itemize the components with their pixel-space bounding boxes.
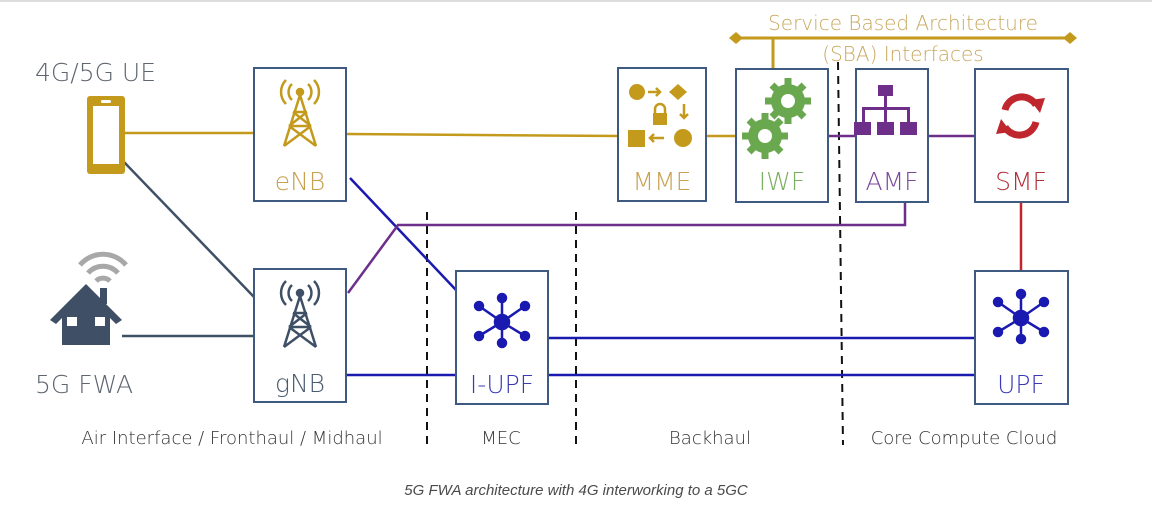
zone-label-backhaul: Backhaul [669, 428, 751, 449]
zone-label-mec: MEC [481, 428, 520, 449]
enb-label: eNB [275, 167, 325, 196]
sba-title-line1: Service Based Architecture [768, 11, 1038, 35]
ue-label: 4G/5G UE [35, 58, 156, 87]
house-wifi-icon [50, 251, 128, 345]
smf-label: SMF [995, 167, 1047, 196]
amf-label: AMF [865, 167, 918, 196]
link-enb-iupf [349, 177, 457, 291]
iupf-label: I-UPF [470, 370, 534, 399]
zone-label-core: Core Compute Cloud [871, 428, 1058, 449]
mme-process-icon [628, 84, 692, 147]
upf-label: UPF [997, 370, 1045, 399]
figure-caption: 5G FWA architecture with 4G interworking… [404, 482, 748, 499]
link-enb-mme [345, 132, 619, 138]
cell-tower-icon [279, 79, 321, 148]
link-gnb-amf [346, 202, 907, 294]
hierarchy-icon [854, 85, 917, 135]
hub-network-icon [473, 292, 531, 349]
connections [122, 131, 1023, 377]
cell-tower-icon [279, 280, 321, 349]
top-divider [0, 0, 1152, 2]
gears-icon [742, 78, 811, 159]
mme-label: MME [633, 167, 692, 196]
zone-separators [426, 61, 844, 446]
gnb-label: gNB [275, 369, 325, 398]
diamond-icon [729, 32, 743, 44]
diamond-icon [1063, 32, 1077, 44]
separator-backhaul-core [837, 61, 844, 446]
sba-title-line2: (SBA) Interfaces [822, 42, 983, 66]
hub-network-icon [992, 288, 1050, 345]
link-ue-gnb [123, 161, 255, 298]
iwf-label: IWF [759, 167, 805, 196]
node-boxes [253, 67, 1069, 405]
sba-bus: Service Based Architecture (SBA) Interfa… [729, 11, 1077, 69]
fwa-label: 5G FWA [35, 370, 133, 399]
smartphone-icon [87, 96, 125, 174]
refresh-icon [996, 93, 1045, 139]
zone-label-air-interface: Air Interface / Fronthaul / Midhaul [81, 428, 382, 449]
